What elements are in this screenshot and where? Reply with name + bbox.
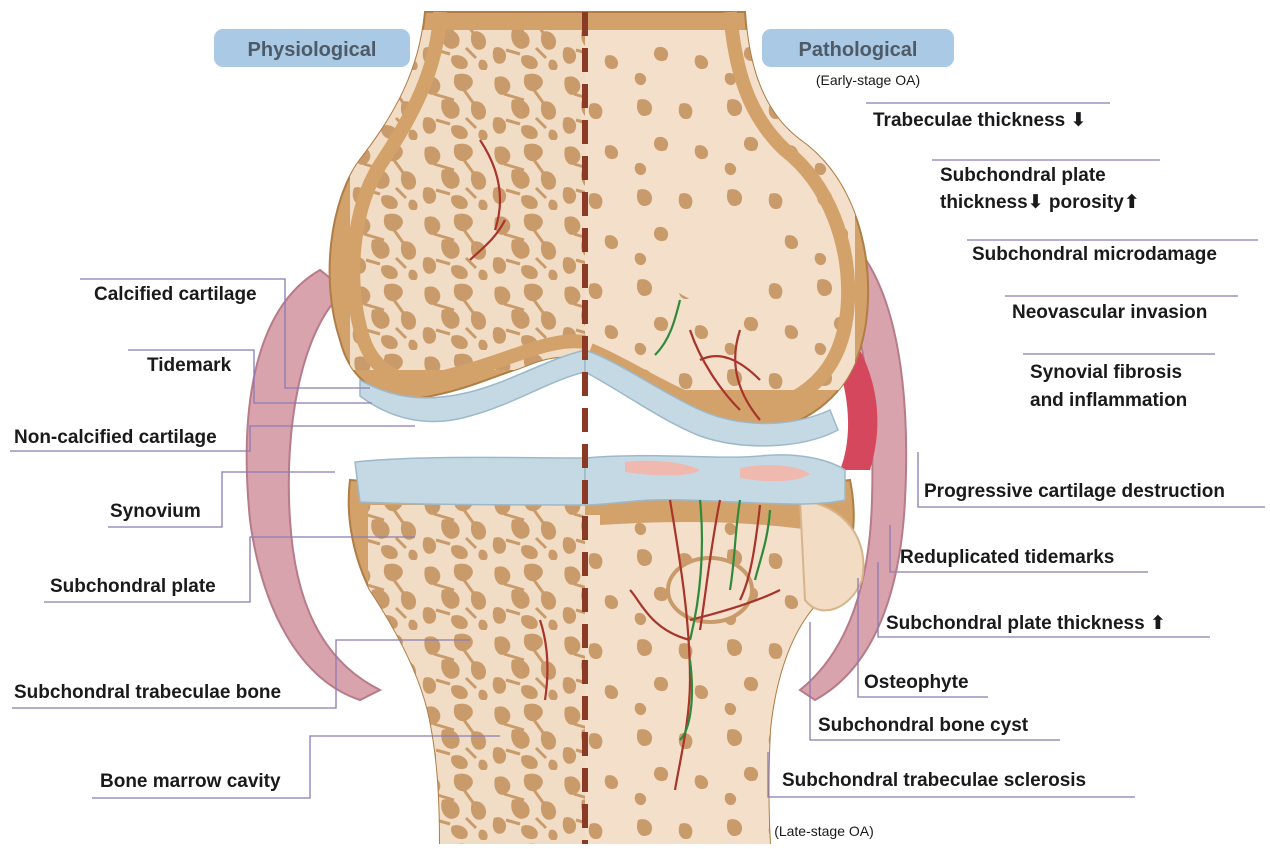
- late-stage-label: (Late-stage OA): [774, 823, 874, 839]
- physiological-header: Physiological: [248, 39, 377, 61]
- label-synovial-fibrosis-line1: Synovial fibrosis: [1030, 362, 1182, 383]
- label-subchondral-plate-line2: thickness⬇ porosity⬆: [940, 192, 1140, 213]
- label-synovium: Synovium: [110, 501, 201, 522]
- label-subchondral-bone-cyst: Subchondral bone cyst: [818, 715, 1029, 736]
- arrow-down-icon: ⬇: [1065, 110, 1086, 131]
- label-progressive-cartilage-destruction: Progressive cartilage destruction: [924, 481, 1225, 502]
- label-reduplicated-tidemarks: Reduplicated tidemarks: [900, 547, 1114, 568]
- label-subchondral-plate-thickness-up: Subchondral plate thickness ⬆: [886, 613, 1166, 634]
- pathological-header: Pathological: [799, 39, 918, 61]
- label-osteophyte: Osteophyte: [864, 672, 969, 693]
- label-neovascular-invasion: Neovascular invasion: [1012, 302, 1207, 323]
- label-subchondral-microdamage: Subchondral microdamage: [972, 244, 1217, 265]
- label-bone-marrow-cavity: Bone marrow cavity: [100, 771, 281, 792]
- label-calcified-cartilage: Calcified cartilage: [94, 284, 257, 305]
- label-subchondral-trabeculae-sclerosis: Subchondral trabeculae sclerosis: [782, 770, 1086, 791]
- label-tidemark: Tidemark: [147, 355, 232, 376]
- label-subchondral-plate-line1: Subchondral plate: [940, 165, 1106, 186]
- tibial-cartilage-physiological: [355, 457, 585, 505]
- label-subchondral-trabeculae-bone: Subchondral trabeculae bone: [14, 682, 281, 703]
- arrow-down-icon: ⬇: [1028, 192, 1044, 213]
- arrow-up-icon: ⬆: [1124, 192, 1140, 213]
- label-synovial-fibrosis-line2: and inflammation: [1030, 390, 1187, 411]
- label-non-calcified-cartilage: Non-calcified cartilage: [14, 427, 217, 448]
- label-subchondral-plate: Subchondral plate: [50, 576, 216, 597]
- tibial-cartilage-pathological: [585, 455, 845, 505]
- arrow-up-icon: ⬆: [1145, 613, 1166, 634]
- early-stage-label: (Early-stage OA): [816, 72, 920, 88]
- label-trabeculae-thickness: Trabeculae thickness ⬇: [873, 110, 1086, 131]
